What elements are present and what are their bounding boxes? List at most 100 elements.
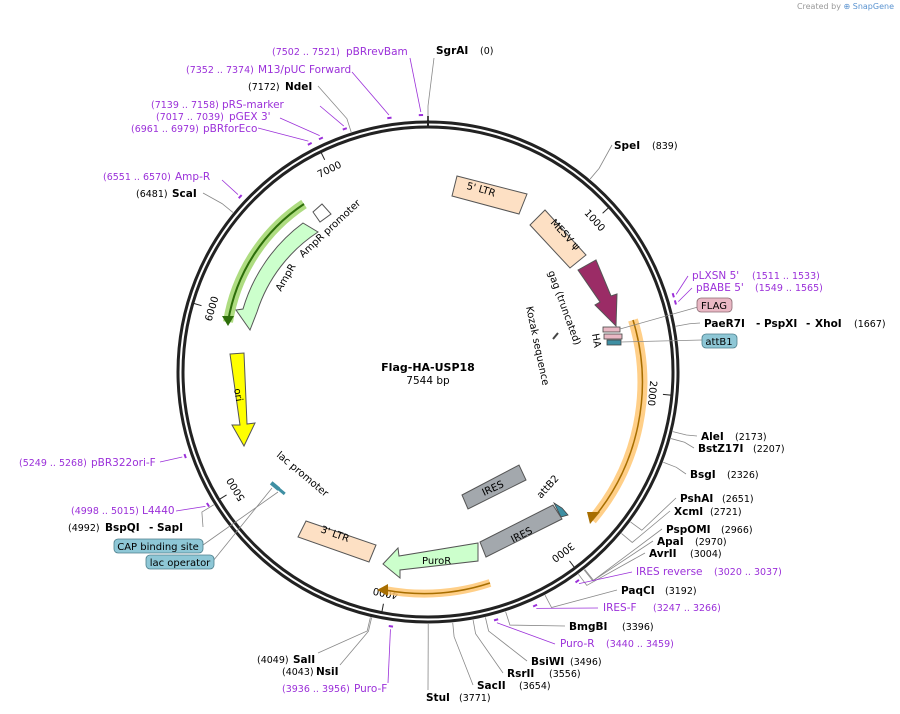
primer-l4440[interactable]: L4440 <box>142 505 175 517</box>
lower-orf-arc-line <box>384 582 491 595</box>
primer-mark <box>307 141 313 146</box>
enzyme-nsii[interactable]: NsiI <box>316 666 339 678</box>
tick-mark <box>320 151 326 161</box>
mesv-arrow <box>529 209 587 269</box>
primer-puro-r[interactable]: Puro-R <box>560 638 595 650</box>
tick-mark <box>218 494 227 501</box>
flag-box-bg <box>696 297 733 313</box>
lac-operator-block <box>269 481 281 491</box>
enzyme-leader <box>630 497 677 531</box>
primer-amp-r[interactable]: Amp-R <box>175 171 210 183</box>
primer-prs-marker[interactable]: pRS-marker <box>222 99 285 111</box>
feature-ha-flag[interactable]: HA <box>589 326 623 349</box>
snapgene-credit: Created by ⊕ SnapGene <box>797 2 894 11</box>
primer-leader <box>257 127 309 142</box>
feature-usp18[interactable] <box>587 318 648 524</box>
tick-label: 7000 <box>316 160 344 181</box>
attb1-box[interactable]: attB1 <box>620 333 738 349</box>
enzyme-pshai[interactable]: PshAI <box>680 493 713 505</box>
enzyme-sgrai[interactable]: SgrAI <box>436 45 468 57</box>
primer-prs-range: (7139 .. 7158) <box>151 100 219 111</box>
enzyme-sapi[interactable]: SapI <box>157 522 183 534</box>
kozak-label: Kozak sequence <box>523 305 551 386</box>
primer-l4440-range: (4998 .. 5015) <box>71 506 139 517</box>
enzyme-paer7i[interactable]: PaeR7I <box>704 318 745 330</box>
flag-box[interactable]: FLAG <box>619 297 733 330</box>
enzyme-spei-pos: (839) <box>652 141 678 152</box>
tick-mark <box>569 560 576 569</box>
enzyme-leader <box>544 589 618 609</box>
credit-brand: SnapGene <box>852 2 894 11</box>
feature-5ltr[interactable]: 5' LTR <box>451 175 528 215</box>
lower-orf-arrowhead <box>377 584 388 596</box>
enzyme-ndei-pos: (7172) <box>248 82 280 93</box>
primer-leader <box>387 629 391 684</box>
enzyme-bstz17i-pos: (2207) <box>753 444 785 455</box>
primer-m13-range: (7352 .. 7374) <box>186 65 254 76</box>
enzyme-sacii[interactable]: SacII <box>477 680 506 692</box>
enzyme-pspxi[interactable]: PspXI <box>764 318 797 330</box>
cap-box-label: CAP binding site <box>117 542 199 553</box>
cap-box[interactable]: CAP binding site <box>113 491 279 554</box>
enzyme-apai[interactable]: ApaI <box>657 536 684 548</box>
feature-puror[interactable]: PuroR <box>382 542 479 580</box>
enzyme-alei[interactable]: AleI <box>701 431 724 443</box>
feature-ires-2[interactable]: IRES <box>479 504 563 558</box>
enzyme-bmgbi[interactable]: BmgBI <box>569 621 607 633</box>
feature-3ltr[interactable]: 3' LTR <box>297 520 377 563</box>
enzyme-avrii[interactable]: AvrII <box>649 548 677 560</box>
primer-m13puc[interactable]: M13/pUC Forward <box>258 64 351 76</box>
primer-pgex3[interactable]: pGEX 3' <box>229 111 271 123</box>
feature-mesv[interactable]: MESV ψ <box>529 209 587 269</box>
ha-block <box>603 333 623 340</box>
kozak-mark <box>552 332 559 340</box>
feature-ires-1[interactable]: IRES <box>461 464 527 510</box>
primer-leader <box>279 117 320 137</box>
feature-ampr[interactable]: AmpR <box>222 199 319 332</box>
primer-ires-reverse[interactable]: IRES reverse <box>636 566 703 578</box>
credit-text: Created by <box>796 2 841 11</box>
enzyme-sali[interactable]: SalI <box>293 654 315 666</box>
primer-leader <box>319 105 345 127</box>
enzyme-pspomi[interactable]: PspOMI <box>666 524 711 536</box>
primer-puro-f[interactable]: Puro-F <box>354 683 387 695</box>
ampr-arrow <box>235 222 319 332</box>
primer-mark <box>388 624 394 628</box>
enzyme-spei[interactable]: SpeI <box>614 140 640 152</box>
feature-ori[interactable]: ori <box>229 352 256 448</box>
primer-leader <box>351 71 390 116</box>
enzyme-bstz17i[interactable]: BstZ17I <box>698 443 743 455</box>
primer-plxsn5[interactable]: pLXSN 5' <box>692 270 739 282</box>
enzyme-paqci[interactable]: PaqCI <box>621 585 655 597</box>
enzyme-bspqi[interactable]: BspQI <box>105 522 140 534</box>
enzyme-rsrii[interactable]: RsrII <box>507 668 534 680</box>
primer-pbrrevbam[interactable]: pBRrevBam <box>346 46 408 58</box>
primer-pbrforeco[interactable]: pBRforEco <box>203 123 257 135</box>
enzyme-dash-1: - <box>756 318 760 330</box>
enzyme-xhoi[interactable]: XhoI <box>815 318 842 330</box>
feature-lac-promoter[interactable]: lac promoter <box>269 450 331 500</box>
primer-pbr322ori-f[interactable]: pBR322ori-F <box>91 457 156 469</box>
feature-lower-orf[interactable] <box>377 579 492 598</box>
tick-label: 5000 <box>225 475 248 502</box>
primer-mark <box>183 453 187 459</box>
enzyme-leader <box>201 504 214 528</box>
flag-leader <box>619 306 699 330</box>
enzyme-ndei[interactable]: NdeI <box>285 81 312 93</box>
laco-box[interactable]: lac operator <box>145 487 273 570</box>
flag-block <box>602 326 621 333</box>
primer-pbabe-range: (1549 .. 1565) <box>755 283 823 294</box>
enzyme-nsii-pos: (4043) <box>282 667 314 678</box>
enzyme-paer7i-pos: (1667) <box>854 319 886 330</box>
primer-ires-f[interactable]: IRES-F <box>603 602 637 614</box>
enzyme-bsgi[interactable]: BsgI <box>690 469 716 481</box>
enzyme-stui[interactable]: StuI <box>426 692 450 704</box>
primer-leader <box>409 57 422 113</box>
enzyme-scai[interactable]: ScaI <box>172 188 197 200</box>
enzyme-xcmi[interactable]: XcmI <box>674 506 703 518</box>
enzyme-bsiwi[interactable]: BsiWI <box>531 656 564 668</box>
primer-pbabe5[interactable]: pBABE 5' <box>696 282 744 294</box>
enzyme-leader <box>672 431 698 437</box>
primer-labels: (7502 .. 7521) pBRrevBam (7352 .. 7374) … <box>19 46 823 695</box>
